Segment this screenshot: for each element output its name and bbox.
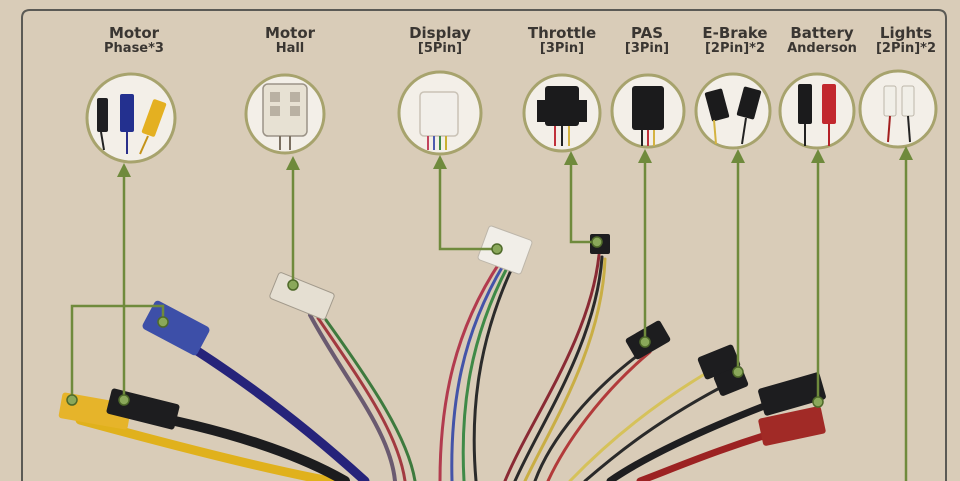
label-e-brake: E-Brake [2Pin]*2 [691,24,779,57]
label-motor-phase-line1: Motor [108,24,160,42]
label-motor-phase-line2: Phase*3 [104,41,164,57]
diagram-frame [21,9,947,481]
display-icon [419,91,459,150]
label-motor-hall: Motor Hall [245,24,335,57]
label-throttle-line1: Throttle [527,24,597,42]
label-display-line2: [5Pin] [417,41,463,57]
label-motor-phase: Motor Phase*3 [84,24,184,57]
label-lights-line1: Lights [879,24,933,42]
leader-lines [70,156,908,481]
label-throttle-line2: [3Pin] [539,41,585,57]
label-throttle: Throttle [3Pin] [517,24,607,57]
label-pas-line1: PAS [630,24,664,42]
label-lights: Lights [2Pin]*2 [866,24,946,57]
label-e-brake-line1: E-Brake [702,24,768,42]
e-brake-icon [704,86,762,145]
label-display: Display [5Pin] [390,24,490,57]
label-motor-hall-line1: Motor [264,24,316,42]
lights-circle [858,69,938,149]
wire-bundle [75,253,794,481]
lights-icon [883,85,915,143]
leader-anchor-dots [66,236,824,408]
label-pas-line2: [3Pin] [624,41,670,57]
label-e-brake-line2: [2Pin]*2 [704,41,765,57]
label-motor-hall-line2: Hall [275,41,305,57]
motor-hall-icon [262,83,308,150]
pas-icon [632,86,664,146]
battery-circle [778,72,856,150]
label-display-line1: Display [409,24,471,42]
label-battery-line1: Battery [790,24,854,42]
motor-phase-icon [97,94,167,155]
label-lights-line2: [2Pin]*2 [875,41,936,57]
battery-icon [798,84,836,146]
label-pas: PAS [3Pin] [612,24,682,57]
wire-plugs [58,225,826,446]
e-brake-circle [694,72,772,150]
throttle-icon [537,86,587,146]
label-battery-line2: Anderson [787,41,857,57]
label-battery: Battery Anderson [780,24,864,57]
leader-arrowheads [117,146,913,177]
